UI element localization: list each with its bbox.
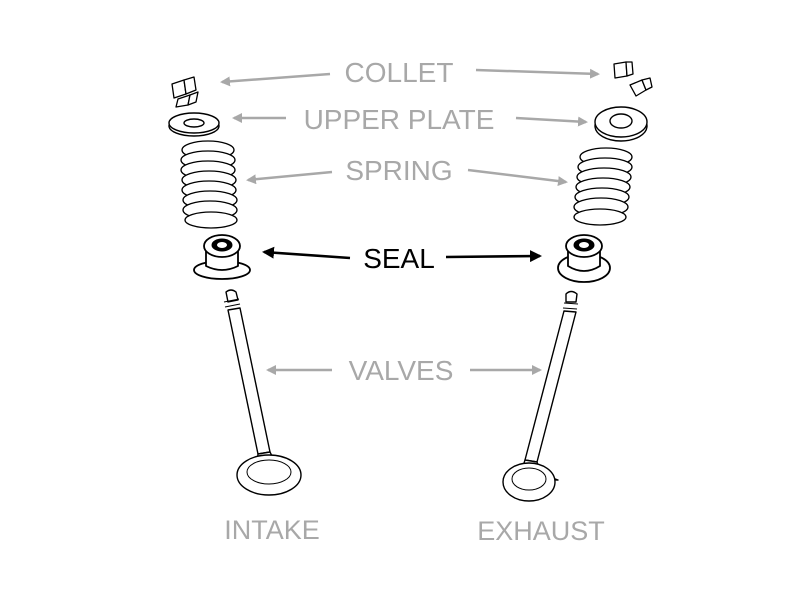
- spring-label: SPRING: [345, 155, 452, 186]
- intake-seal: [193, 234, 251, 280]
- label-arrows: [220, 68, 600, 375]
- upper-plate-label: UPPER PLATE: [304, 104, 495, 135]
- collet-arrow-right: [475, 68, 600, 79]
- collet-label: COLLET: [345, 57, 454, 88]
- intake-spring: [180, 140, 238, 229]
- intake-collet: [171, 76, 199, 108]
- spring-arrow-left: [246, 170, 333, 185]
- seal-label: SEAL: [363, 243, 435, 274]
- seal-arrow-left: [262, 246, 351, 260]
- upper-plate-arrow-right: [515, 116, 588, 127]
- seal-arrow-right: [445, 250, 542, 263]
- exhaust-collet: [613, 61, 653, 97]
- intake-upper-plate: [168, 112, 220, 137]
- collet-arrow-left: [220, 72, 331, 87]
- exhaust-assembly: [502, 61, 653, 502]
- spring-arrow-right: [467, 168, 568, 186]
- exhaust-label: EXHAUST: [477, 516, 605, 546]
- intake-valve: [223, 289, 302, 496]
- exhaust-seal: [557, 234, 611, 283]
- exhaust-valve: [502, 290, 579, 502]
- exhaust-upper-plate: [594, 106, 648, 142]
- valves-label: VALVES: [349, 355, 454, 386]
- intake-label: INTAKE: [224, 515, 320, 545]
- intake-assembly: [168, 76, 302, 496]
- exhaust-spring: [573, 147, 633, 226]
- part-labels: COLLET UPPER PLATE SPRING SEAL VALVES IN…: [224, 57, 605, 546]
